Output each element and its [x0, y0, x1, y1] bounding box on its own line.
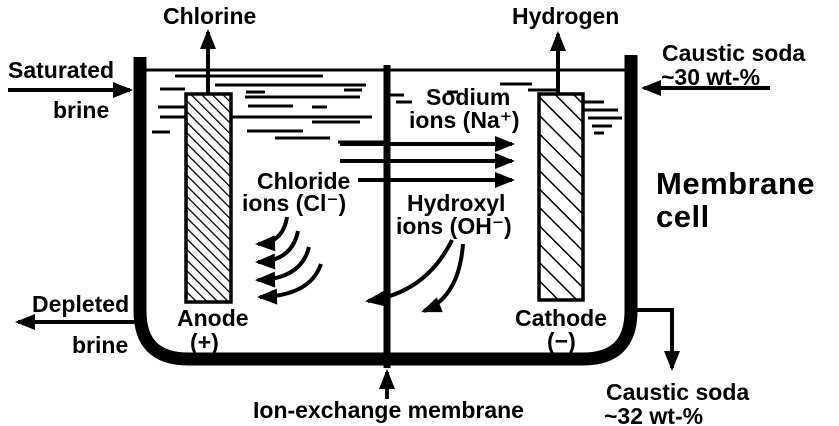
hydrogen-label: Hydrogen [512, 3, 620, 29]
depleted-brine-label-line2: brine [72, 332, 129, 358]
ion-exchange-membrane-label: Ion-exchange membrane [253, 397, 524, 423]
chloride-ion-arrows-icon [255, 216, 323, 305]
chlorine-label: Chlorine [163, 3, 257, 29]
caustic-inlet-label-line2: ~30 wt-% [661, 64, 761, 90]
anode-label: Anode [177, 305, 249, 331]
caustic-soda-outlet-arrow-icon [634, 308, 680, 371]
sodium-ions-label-line1: Sodium [426, 84, 511, 110]
cathode-label: Cathode [515, 305, 607, 331]
saturated-brine-label-line1: Saturated [8, 57, 115, 83]
hydroxyl-ions-label-line1: Hydroxyl [407, 190, 506, 216]
hydroxyl-ion-arrows-icon [365, 239, 465, 313]
anode-electrode [184, 92, 233, 304]
sodium-ions-label-line2: ions (Na⁺) [409, 107, 520, 133]
anode-polarity-label: (+) [190, 329, 219, 355]
caustic-outlet-label-line2: ~32 wt-% [604, 403, 704, 426]
sodium-ion-arrows-icon [340, 136, 515, 188]
caustic-inlet-label-line1: Caustic soda [662, 40, 806, 66]
cathode-polarity-label: (−) [547, 328, 576, 354]
saturated-brine-label-line2: brine [53, 97, 110, 123]
hydroxyl-ions-label-line2: ions (OH⁻) [396, 213, 512, 239]
diagram-title-line2: cell [656, 199, 710, 234]
chloride-ions-label-line2: ions (Cl⁻) [242, 190, 347, 216]
caustic-outlet-label-line1: Caustic soda [606, 379, 750, 405]
depleted-brine-label-line1: Depleted [32, 291, 130, 317]
diagram-title-line1: Membrane [656, 166, 816, 201]
chloride-ions-label-line1: Chloride [257, 168, 351, 194]
cathode-electrode [537, 92, 585, 302]
